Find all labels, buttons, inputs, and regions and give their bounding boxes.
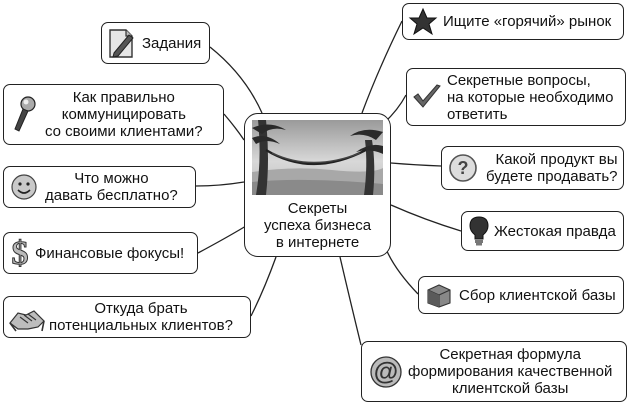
central-topic-title: Секреты успеха бизнеса в интернете (245, 200, 390, 251)
central-title-line: успеха бизнеса (263, 217, 372, 234)
node-label: Секретные вопросы, на которые необходимо… (443, 72, 613, 123)
svg-text:@: @ (374, 358, 398, 386)
node-truth[interactable]: Жестокая правда (461, 211, 624, 251)
node-label: Задания (138, 35, 201, 52)
node-label: Откуда брать потенциальных клиентов? (47, 300, 233, 334)
node-label-line: Финансовые фокусы! (35, 244, 185, 262)
node-label-line: Какой продукт вы (495, 151, 618, 168)
edit-document-icon (106, 27, 138, 59)
node-label: Что можно давать бесплатно? (41, 170, 178, 204)
node-label-line: клиентской базы (451, 380, 569, 397)
central-title-line: в интернете (275, 234, 360, 251)
node-communicate[interactable]: Как правильно коммуницировать со своими … (3, 84, 224, 145)
link-tasks (209, 46, 263, 114)
link-communicate (223, 113, 245, 141)
smiley-icon (7, 173, 41, 201)
node-label-line: Задания (142, 34, 202, 52)
node-label: Ищите «горячий» рынок (439, 13, 611, 30)
node-free[interactable]: Что можно давать бесплатно? (3, 166, 196, 208)
node-label: Какой продукт вы будете продавать? (480, 151, 617, 185)
node-label-line: Как правильно (72, 89, 175, 106)
node-hot-market[interactable]: Ищите «горячий» рынок (402, 3, 624, 40)
node-label-line: коммуницировать (61, 106, 186, 123)
node-label-line: Сбор клиентской базы (459, 286, 616, 304)
lightbulb-icon (466, 215, 492, 247)
at-sign-icon: @ (366, 354, 406, 390)
handshake-icon (7, 301, 47, 333)
node-label-line: будете продавать? (486, 168, 618, 185)
link-client-base (385, 248, 419, 295)
microphone-icon (7, 95, 41, 135)
star-icon (407, 7, 439, 37)
node-label-line: ответить (447, 105, 508, 123)
node-secret-questions[interactable]: Секретные вопросы, на которые необходимо… (406, 68, 626, 126)
node-label: Сбор клиентской базы (455, 287, 616, 304)
link-hot-market (361, 20, 403, 114)
box-icon (423, 281, 455, 309)
node-label-line: Что можно (74, 170, 149, 187)
node-label: Как правильно коммуницировать со своими … (41, 89, 203, 140)
node-finance[interactable]: $ Финансовые фокусы! (3, 232, 198, 274)
node-label-line: давать бесплатно? (45, 187, 178, 204)
node-label: Финансовые фокусы! (33, 245, 184, 262)
svg-text:?: ? (458, 158, 469, 178)
node-label-line: на которые необходимо (447, 88, 614, 106)
link-clients (250, 256, 277, 317)
link-product (390, 162, 442, 167)
link-truth (390, 204, 462, 232)
node-label-line: Жестокая правда (494, 222, 616, 240)
link-free (195, 181, 245, 187)
node-formula[interactable]: @ Секретная формула формирования качеств… (361, 341, 627, 402)
dollar-icon: $ (7, 235, 33, 271)
node-client-base[interactable]: Сбор клиентской базы (418, 276, 624, 314)
central-topic[interactable]: Секреты успеха бизнеса в интернете (244, 113, 391, 257)
central-title-line: Секреты (287, 200, 348, 217)
node-label-line: формирования качественной (408, 363, 613, 380)
hammock-photo (252, 120, 383, 195)
node-label: Секретная формула формирования качествен… (406, 346, 612, 397)
node-label-line: потенциальных клиентов? (49, 317, 233, 334)
node-label-line: Секретные вопросы, (447, 71, 591, 89)
node-label-line: Откуда брать (94, 300, 188, 317)
node-label: Жестокая правда (492, 223, 616, 240)
node-tasks[interactable]: Задания (101, 22, 210, 64)
link-finance (197, 225, 247, 254)
question-icon: ? (446, 153, 480, 183)
svg-text:$: $ (12, 235, 29, 271)
node-product[interactable]: ? Какой продукт вы будете продавать? (441, 146, 624, 190)
link-formula (339, 256, 362, 346)
checkmark-icon (411, 83, 443, 111)
node-label-line: Секретная формула (439, 346, 581, 363)
node-label-line: Ищите «горячий» рынок (443, 13, 612, 30)
node-label-line: со своими клиентами? (45, 123, 203, 140)
node-clients[interactable]: Откуда брать потенциальных клиентов? (3, 296, 251, 338)
